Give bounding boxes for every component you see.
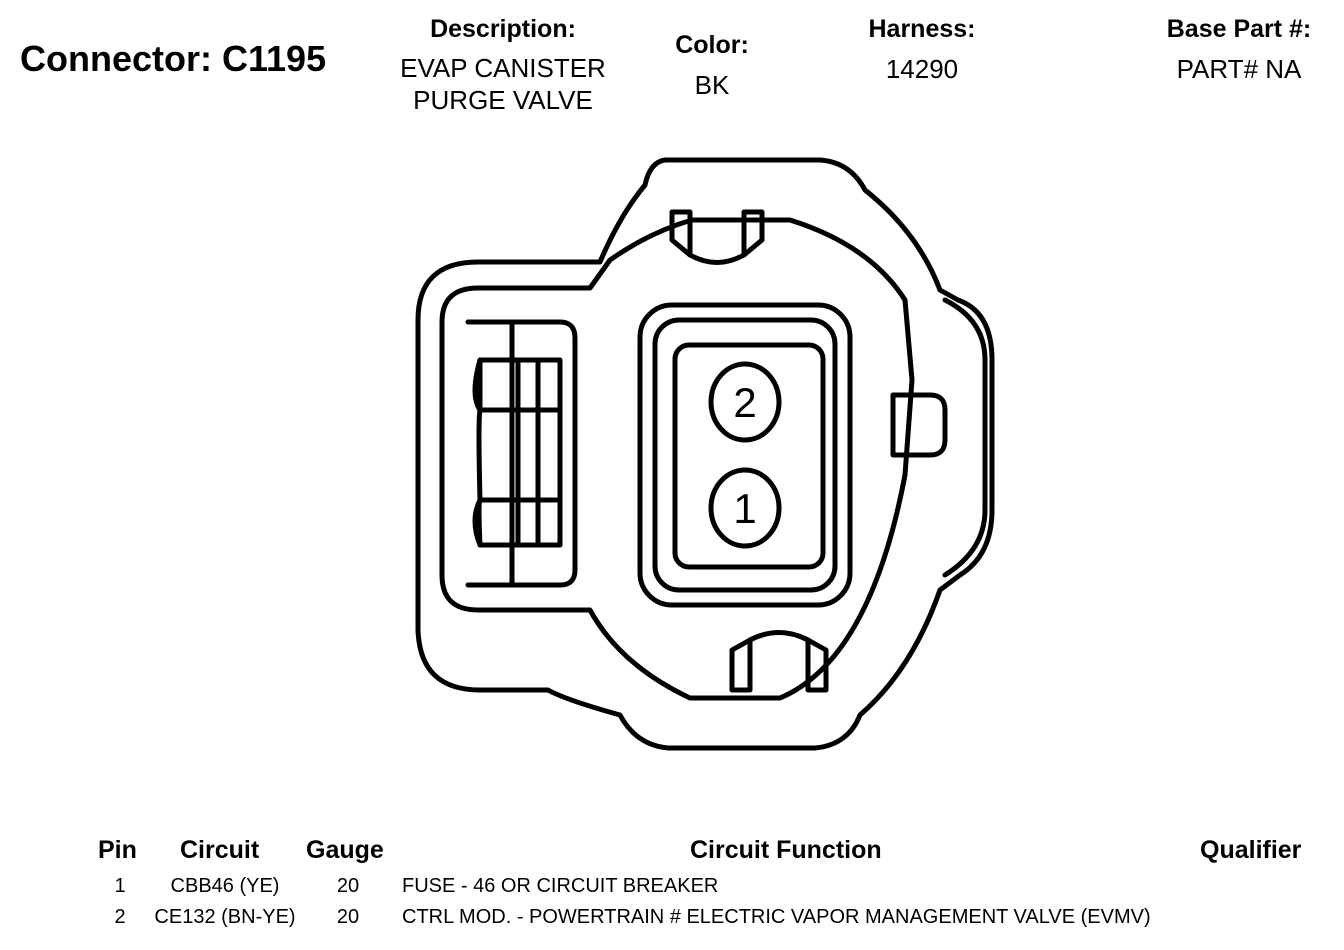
- row-pin: 1: [114, 875, 126, 897]
- bottom-key-right: [805, 637, 829, 693]
- row-function: FUSE - 46 OR CIRCUIT BREAKER: [402, 875, 719, 897]
- base-part-value: PART# NA: [1176, 54, 1302, 84]
- row-circuit: CBB46 (YE): [170, 875, 280, 897]
- pin-2-circle: [708, 361, 782, 443]
- pin-2-label: 2: [733, 379, 756, 426]
- connector-title: Connector: C1195: [20, 38, 327, 79]
- row-gauge: 20: [336, 875, 360, 897]
- right-latch-tab: [890, 392, 948, 458]
- bottom-key: [729, 637, 753, 693]
- description-line-1: EVAP CANISTER: [400, 53, 606, 83]
- description-label: Description:: [430, 15, 576, 43]
- column-header-qualifier: Qualifier: [1200, 836, 1302, 864]
- top-key-bridge: [687, 252, 747, 265]
- column-header-circuit-function: Circuit Function: [690, 836, 882, 864]
- pin-1-label: 1: [733, 485, 756, 532]
- color-value: BK: [694, 70, 730, 100]
- column-header-circuit: Circuit: [180, 836, 260, 864]
- row-gauge: 20: [336, 906, 360, 928]
- cavity-inner: [672, 342, 826, 570]
- lock-housing: [465, 319, 578, 588]
- column-header-gauge: Gauge: [306, 836, 384, 864]
- lock-top-bend: [472, 357, 483, 413]
- side-rib: [942, 297, 988, 578]
- top-key: [669, 209, 693, 258]
- column-header-pin: Pin: [98, 836, 137, 864]
- bottom-key-bridge: [747, 630, 811, 643]
- pin-1-circle: [708, 467, 782, 549]
- row-circuit: CE132 (BN-YE): [154, 906, 296, 928]
- base-part-label: Base Part #:: [1166, 15, 1312, 43]
- cavity-middle: [652, 317, 838, 593]
- harness-value: 14290: [885, 54, 959, 84]
- description-line-2: PURGE VALVE: [413, 85, 593, 115]
- lock-bottom-bend: [472, 497, 483, 548]
- housing-outline: [415, 157, 995, 751]
- cavity-outer: [637, 302, 853, 608]
- row-pin: 2: [114, 906, 126, 928]
- row-function: CTRL MOD. - POWERTRAIN # ELECTRIC VAPOR …: [402, 906, 1151, 928]
- color-label: Color:: [675, 31, 749, 59]
- harness-label: Harness:: [868, 15, 976, 43]
